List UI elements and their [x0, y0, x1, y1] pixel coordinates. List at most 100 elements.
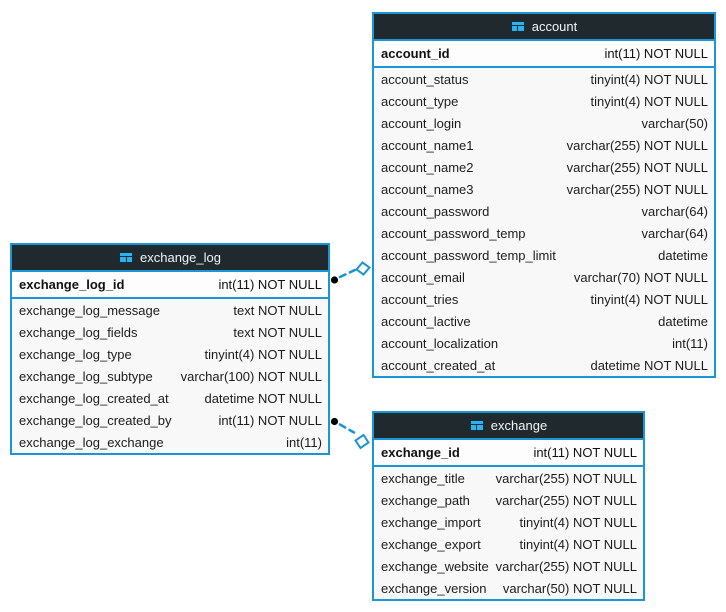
column-type: tinyint(4) NOT NULL: [590, 71, 708, 87]
column-type: varchar(255) NOT NULL: [566, 159, 708, 175]
table-account[interactable]: account account_id int(11) NOT NULL acco…: [372, 12, 716, 378]
column-row[interactable]: account_password_temp_limit datetime: [374, 244, 714, 266]
table-title: exchange_log: [140, 250, 221, 265]
table-icon: [510, 21, 525, 32]
connector-exchange-log-exchange[interactable]: [330, 417, 370, 450]
column-row[interactable]: exchange_log_subtype varchar(100) NOT NUL…: [12, 365, 328, 387]
column-name: account_password_temp_limit: [381, 247, 556, 263]
column-name: exchange_log_message: [19, 302, 160, 318]
table-title: account: [531, 19, 578, 34]
column-type: tinyint(4) NOT NULL: [590, 291, 708, 307]
pk-row[interactable]: exchange_id int(11) NOT NULL: [374, 440, 643, 467]
column-type: tinyint(4) NOT NULL: [519, 536, 637, 552]
column-name: account_id: [381, 46, 450, 61]
column-name: exchange_website: [381, 558, 489, 574]
connector-dot-marker: [330, 417, 339, 426]
column-name: exchange_export: [381, 536, 481, 552]
table-account-header[interactable]: account: [374, 14, 714, 41]
column-row[interactable]: account_login varchar(50): [374, 112, 714, 134]
column-name: exchange_log_id: [19, 277, 125, 292]
column-name: exchange_title: [381, 470, 465, 486]
column-row[interactable]: account_name1 varchar(255) NOT NULL: [374, 134, 714, 156]
column-name: account_name2: [381, 159, 474, 175]
column-type: datetime: [658, 313, 708, 329]
column-name: exchange_path: [381, 492, 470, 508]
column-name: account_name1: [381, 137, 474, 153]
column-type: int(11) NOT NULL: [604, 46, 708, 61]
column-row[interactable]: exchange_log_exchange int(11): [12, 431, 328, 453]
column-name: exchange_log_subtype: [19, 368, 153, 384]
connector-line: [338, 268, 357, 279]
column-name: account_created_at: [381, 357, 496, 373]
column-row[interactable]: exchange_export tinyint(4) NOT NULL: [374, 533, 643, 555]
column-name: account_login: [381, 115, 462, 131]
column-type: varchar(64): [641, 225, 708, 241]
column-type: varchar(50): [641, 115, 708, 131]
column-type: datetime: [658, 247, 708, 263]
column-name: account_tries: [381, 291, 459, 307]
table-exchange-header[interactable]: exchange: [374, 413, 643, 440]
column-type: datetime NOT NULL: [204, 390, 322, 406]
connector-exchange-log-account[interactable]: [330, 261, 371, 284]
column-type: varchar(70) NOT NULL: [573, 269, 708, 285]
column-type: int(11) NOT NULL: [533, 445, 637, 460]
connector-dot-marker: [330, 276, 339, 284]
table-title: exchange: [490, 418, 548, 433]
column-name: account_lactive: [381, 313, 471, 329]
column-type: tinyint(4) NOT NULL: [204, 346, 322, 362]
column-row[interactable]: account_name3 varchar(255) NOT NULL: [374, 178, 714, 200]
column-row[interactable]: account_tries tinyint(4) NOT NULL: [374, 288, 714, 310]
column-name: exchange_log_created_at: [19, 390, 169, 406]
table-exchange-log[interactable]: exchange_log exchange_log_id int(11) NOT…: [10, 243, 330, 455]
table-exchange-log-header[interactable]: exchange_log: [12, 245, 328, 272]
column-row[interactable]: account_type tinyint(4) NOT NULL: [374, 90, 714, 112]
pk-row[interactable]: account_id int(11) NOT NULL: [374, 41, 714, 68]
column-row[interactable]: exchange_log_fields text NOT NULL: [12, 321, 328, 343]
column-row[interactable]: exchange_log_created_at datetime NOT NULL: [12, 387, 328, 409]
column-row[interactable]: account_password_temp varchar(64): [374, 222, 714, 244]
column-name: exchange_id: [381, 445, 460, 460]
table-icon: [469, 420, 484, 431]
column-name: account_password_temp: [381, 225, 526, 241]
table-icon: [119, 252, 134, 263]
column-type: varchar(255) NOT NULL: [495, 470, 637, 486]
column-name: exchange_log_exchange: [19, 434, 164, 450]
column-row[interactable]: exchange_website varchar(255) NOT NULL: [374, 555, 643, 577]
column-type: tinyint(4) NOT NULL: [590, 93, 708, 109]
column-row[interactable]: account_name2 varchar(255) NOT NULL: [374, 156, 714, 178]
column-type: varchar(255) NOT NULL: [566, 181, 708, 197]
column-type: int(11): [286, 434, 322, 450]
column-type: text NOT NULL: [233, 324, 322, 340]
column-type: varchar(255) NOT NULL: [566, 137, 708, 153]
column-type: varchar(100) NOT NULL: [180, 368, 322, 384]
column-name: account_name3: [381, 181, 474, 197]
pk-row[interactable]: exchange_log_id int(11) NOT NULL: [12, 272, 328, 299]
column-name: exchange_version: [381, 580, 487, 596]
column-row[interactable]: exchange_title varchar(255) NOT NULL: [374, 467, 643, 489]
column-type: int(11): [672, 335, 708, 351]
column-name: account_type: [381, 93, 459, 109]
column-type: varchar(255) NOT NULL: [495, 558, 637, 574]
column-name: exchange_log_fields: [19, 324, 138, 340]
column-type: int(11) NOT NULL: [218, 412, 322, 428]
table-exchange[interactable]: exchange exchange_id int(11) NOT NULL ex…: [372, 411, 645, 601]
column-type: varchar(64): [641, 203, 708, 219]
column-row[interactable]: account_lactive datetime: [374, 310, 714, 332]
column-type: text NOT NULL: [233, 302, 322, 318]
column-row[interactable]: exchange_log_message text NOT NULL: [12, 299, 328, 321]
